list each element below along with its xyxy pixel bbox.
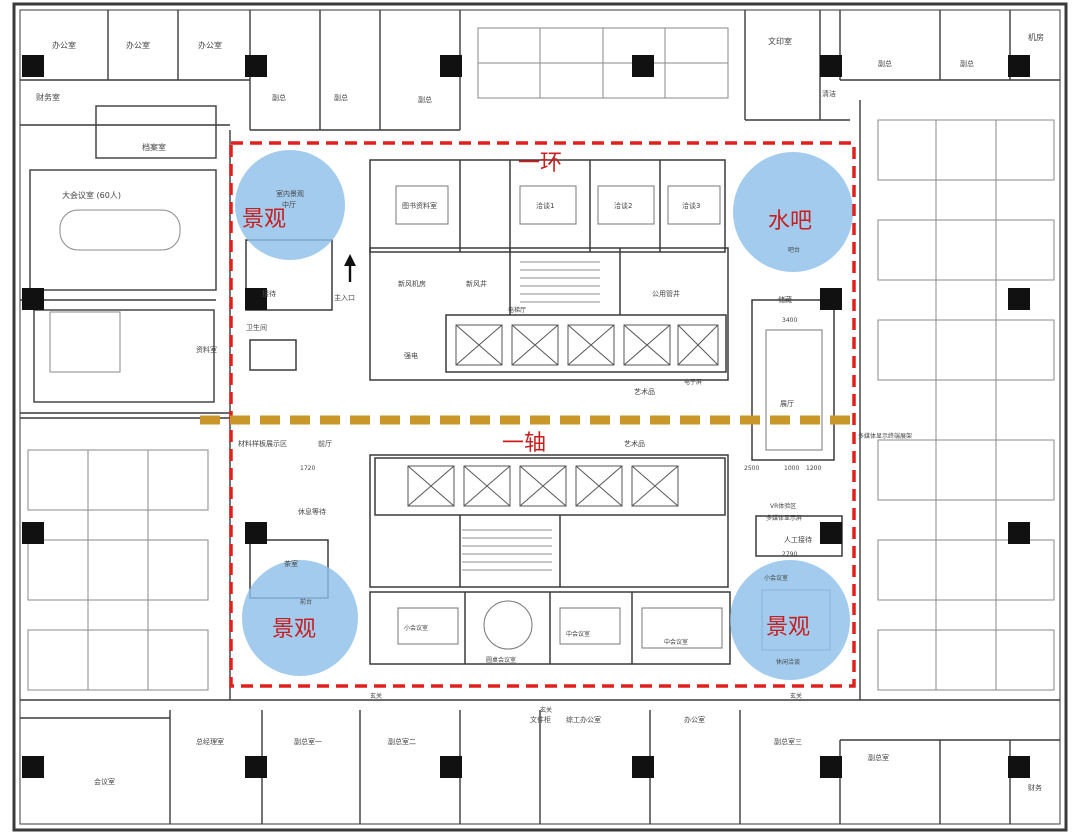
label-art1: 艺术品: [634, 387, 655, 396]
entrance-arrow: [344, 254, 356, 282]
bubble-landscape-br: [730, 560, 850, 680]
label-talk2: 洽谈2: [614, 201, 632, 210]
label-vice1: 副总: [272, 93, 286, 102]
label-small-meeting: 小会议室: [404, 624, 428, 632]
top-workstations: [477, 27, 729, 99]
structural-columns: [22, 55, 1030, 778]
callout-ring: 一环: [518, 151, 562, 176]
stairs: [462, 261, 600, 571]
label-elec-room: 电子屏: [684, 378, 702, 386]
room-labels: 办公室 办公室 办公室 财务室 副总 副总 副总 文印室 副总 副总 机房 清洁…: [36, 32, 1044, 792]
left-rooms: [20, 105, 231, 700]
elevators-upper: [455, 324, 719, 366]
label-mid-meeting2: 中会议室: [664, 638, 688, 646]
bubble-landscape-bl: [242, 560, 358, 676]
label-office3: 办公室: [198, 40, 222, 50]
callout-labels: 一环 一轴 景观 水吧 景观 景观: [242, 151, 812, 642]
label-waiting: 休息等待: [298, 507, 326, 516]
label-mid-meeting: 中会议室: [566, 630, 590, 638]
label-indoor-scene: 室内景观: [276, 189, 304, 198]
label-vice4: 副总: [878, 59, 892, 68]
bubble-landscape-tl: [235, 150, 345, 260]
right-workstations: [877, 119, 1055, 691]
label-main-entrance: 主入口: [334, 293, 355, 302]
label-exhibit: 展厅: [780, 400, 794, 408]
label-vgm2: 副总室二: [388, 737, 416, 746]
label-round-meeting: 圆桌会议室: [486, 656, 516, 664]
label-toilet: 卫生间: [246, 323, 267, 332]
label-meeting: 会议室: [94, 777, 115, 786]
ring-dashed-boundary: [229, 141, 856, 688]
label-front-hall: 前厅: [318, 439, 332, 448]
label-reception: 接待: [262, 289, 276, 298]
label-vgm4: 副总室: [868, 753, 889, 762]
label-dim-2790: 2790: [782, 551, 797, 558]
label-reading: 图书资料室: [402, 201, 437, 210]
callout-landscape-bl: 景观: [272, 617, 316, 642]
label-general-office: 综工办公室: [566, 715, 601, 724]
label-dim-1000: 1000: [784, 465, 799, 472]
label-entry3: 玄关: [790, 692, 802, 700]
label-vgm1: 副总室一: [294, 737, 322, 746]
label-elevator-hall: 电梯厅: [508, 306, 526, 314]
label-vice2: 副总: [334, 93, 348, 102]
label-data-room: 资料室: [196, 345, 217, 354]
label-center-hall: 中厅: [282, 200, 296, 209]
big-meeting-table: [49, 209, 181, 373]
label-docs: 文印室: [768, 36, 792, 46]
label-dim-2500: 2500: [744, 465, 759, 472]
callout-landscape-br: 景观: [766, 615, 810, 640]
label-fresh-air: 新风机房: [398, 279, 426, 288]
label-power: 强电: [404, 351, 418, 360]
label-multimedia: 多媒体显示屏: [766, 514, 802, 522]
label-talk3: 洽谈3: [682, 201, 700, 210]
label-screen-wall: 多媒体显示终端展架: [858, 432, 912, 440]
label-manual-desk: 人工接待: [784, 535, 812, 544]
label-vr-area: VR体验区: [770, 502, 796, 510]
label-dim-1720: 1720: [300, 465, 315, 472]
label-finance-room: 财务: [1028, 783, 1042, 792]
callout-water-bar: 水吧: [768, 209, 812, 234]
label-storage: 储藏: [778, 295, 792, 304]
label-small-meeting2: 小会议室: [764, 574, 788, 582]
left-workstations: [27, 449, 209, 691]
label-vice5: 副总: [960, 59, 974, 68]
elevators-lower: [407, 465, 679, 507]
label-hall-side: 休闲洽谈: [776, 658, 800, 666]
highlight-bubbles: [235, 150, 853, 680]
callout-axis: 一轴: [502, 431, 546, 456]
bubble-water-bar: [733, 152, 853, 272]
label-server: 机房: [1028, 32, 1044, 42]
label-file: 文件柜: [530, 715, 551, 724]
label-entry2: 玄关: [540, 706, 552, 714]
label-office1: 办公室: [52, 40, 76, 50]
label-vgm3: 副总室三: [774, 737, 802, 746]
label-dim-1200: 1200: [806, 465, 821, 472]
label-pantry: 茶室: [284, 559, 298, 568]
label-vice3: 副总: [418, 95, 432, 104]
label-finance: 财务室: [36, 92, 60, 102]
label-cleaning: 清洁: [822, 89, 836, 98]
callout-landscape-tl: 景观: [242, 207, 286, 232]
label-entry1: 玄关: [370, 692, 382, 700]
label-archive: 档案室: [142, 142, 166, 152]
label-reception-counter: 前台: [300, 598, 312, 606]
label-big-meeting: 大会议室 (60人): [62, 190, 121, 200]
label-gm: 总经理室: [196, 737, 224, 746]
label-material: 材料样板展示区: [238, 439, 287, 448]
label-dim-3400: 3400: [782, 317, 797, 324]
label-talk1: 洽谈1: [536, 201, 554, 210]
label-fresh-shaft: 新风井: [466, 279, 487, 288]
label-art2: 艺术品: [624, 439, 645, 448]
label-public-well: 公用管井: [652, 289, 680, 298]
label-water-bar-note: 吧台: [788, 246, 800, 254]
label-office2: 办公室: [126, 40, 150, 50]
label-office: 办公室: [684, 715, 705, 724]
